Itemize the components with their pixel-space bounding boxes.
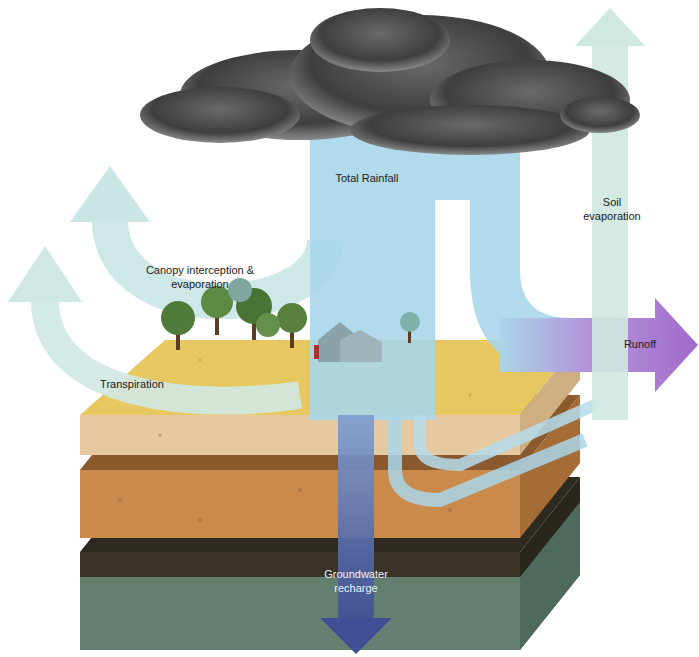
- evaporation-label: Soil evaporation: [576, 196, 648, 224]
- groundwater-label: Groundwater recharge: [317, 568, 395, 596]
- transpiration-label: Transpiration: [82, 378, 182, 392]
- canopy-label: Canopy interception & evaporation: [125, 264, 275, 292]
- runoff-label: Runoff: [610, 338, 670, 352]
- rainfall-label: Total Rainfall: [307, 172, 427, 186]
